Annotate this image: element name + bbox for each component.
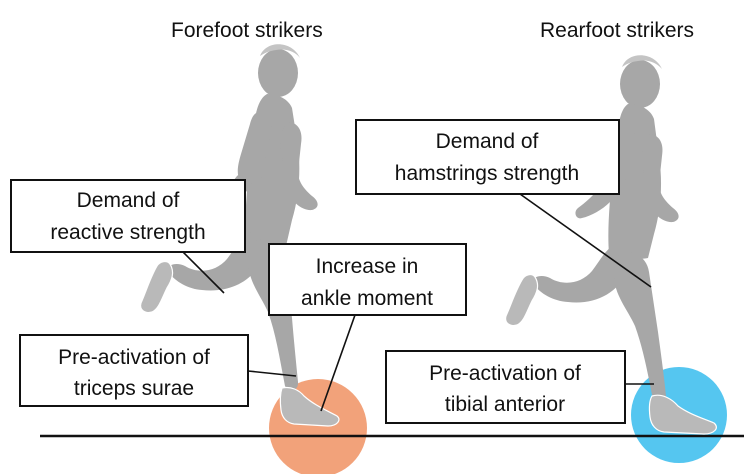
forefoot-heading: Forefoot strikers [171, 19, 323, 42]
callout-reactive-strength-line1: Demand of [77, 189, 180, 212]
callout-tibial-anterior: Pre-activation of tibial anterior [386, 351, 625, 423]
callout-hamstrings-strength-line2: hamstrings strength [395, 162, 579, 185]
callout-triceps-surae: Pre-activation of triceps surae [20, 335, 248, 406]
callout-reactive-strength: Demand of reactive strength [11, 180, 245, 252]
callout-ankle-moment-line2: ankle moment [301, 287, 433, 310]
callout-triceps-surae-line1: Pre-activation of [58, 346, 210, 369]
callout-ankle-moment: Increase in ankle moment [269, 244, 466, 315]
callout-ankle-moment-line1: Increase in [316, 255, 419, 278]
callout-hamstrings-strength-line1: Demand of [436, 130, 539, 153]
callout-tibial-anterior-line1: Pre-activation of [429, 362, 581, 385]
callout-tibial-anterior-line2: tibial anterior [445, 393, 565, 416]
callout-hamstrings-strength: Demand of hamstrings strength [356, 120, 619, 194]
callout-triceps-surae-line2: triceps surae [74, 377, 194, 400]
callout-reactive-strength-line2: reactive strength [50, 221, 205, 244]
rearfoot-heading: Rearfoot strikers [540, 19, 694, 42]
